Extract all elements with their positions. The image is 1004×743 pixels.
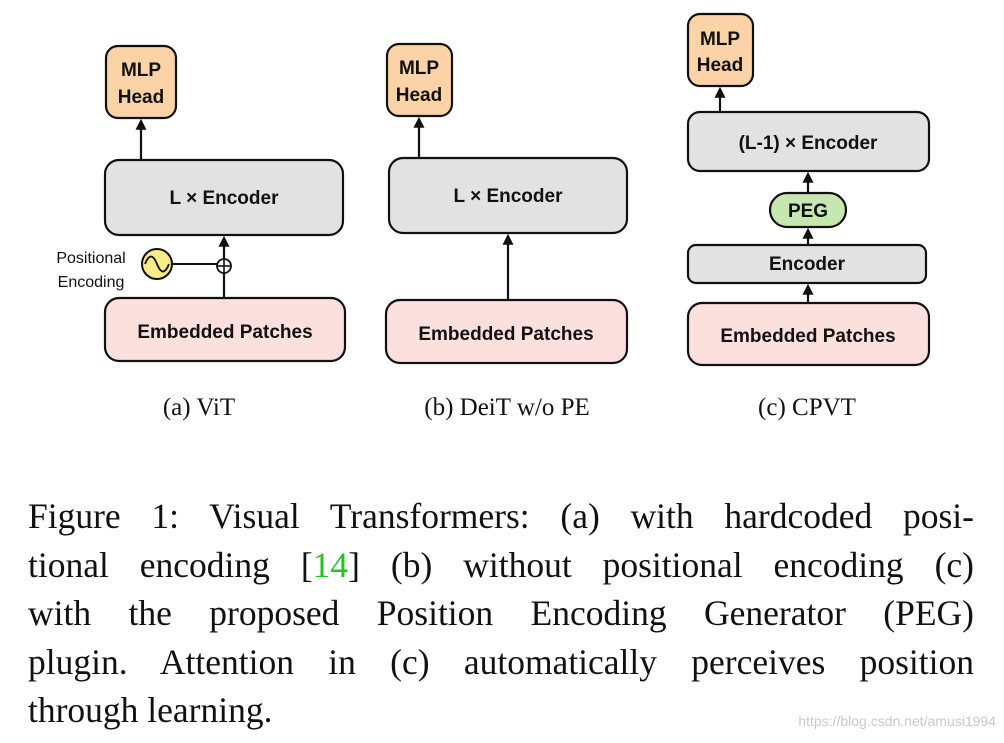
cpvt-caption: (c) CPVT — [758, 394, 856, 421]
figure-diagram: MLP Head L × Encoder Positional Encoding… — [56, 12, 931, 421]
vit-positional-label-line1: Positional — [56, 250, 125, 267]
caption-line-2: tional encoding [14] (b) without positio… — [28, 541, 974, 590]
watermark: https://blog.csdn.net/amusi1994 — [798, 713, 996, 729]
cpvt-mlp-head-line1: MLP — [700, 29, 740, 50]
vit-positional-label-line2: Encoding — [58, 274, 125, 291]
deit-encoder-label: L × Encoder — [454, 186, 564, 207]
citation-link[interactable]: 14 — [312, 544, 349, 585]
cpvt-embedded-patches-label: Embedded Patches — [720, 326, 895, 347]
deit-embedded-patches-box — [384, 298, 629, 365]
cpvt-bottom-encoder-box — [686, 243, 928, 285]
panel-vit: MLP Head L × Encoder Positional Encoding… — [56, 44, 347, 421]
caption-line-2-before: tional encoding [ — [28, 544, 313, 585]
caption-line-5: through learning. — [28, 690, 273, 730]
deit-mlp-head-box — [385, 42, 454, 118]
caption-line-2-after: ] (b) without positional encoding (c) — [348, 544, 974, 585]
vit-encoder-label: L × Encoder — [170, 188, 280, 209]
cpvt-top-encoder-box — [686, 110, 931, 173]
cpvt-peg-label: PEG — [788, 201, 828, 222]
circled-plus-icon — [216, 258, 232, 274]
cpvt-bottom-encoder-label: Encoder — [769, 254, 846, 275]
panel-deit: MLP Head L × Encoder Embedded Patches (b… — [384, 42, 629, 421]
cpvt-mlp-head-line2: Head — [697, 55, 743, 76]
deit-mlp-head-line2: Head — [396, 85, 442, 106]
vit-mlp-head-line1: MLP — [121, 60, 161, 81]
vit-encoder-box — [103, 158, 345, 237]
panel-cpvt: MLP Head (L-1) × Encoder PEG Encoder Emb… — [686, 12, 931, 421]
caption-line-3: with the proposed Position Encoding Gene… — [28, 593, 974, 633]
vit-embedded-patches-box — [103, 296, 347, 363]
figure-caption: Figure 1: Visual Transformers: (a) with … — [28, 492, 974, 735]
caption-line-1: Figure 1: Visual Transformers: (a) with … — [28, 496, 974, 536]
vit-embedded-patches-label: Embedded Patches — [137, 322, 312, 343]
cpvt-peg-box — [768, 191, 848, 229]
deit-embedded-patches-label: Embedded Patches — [418, 324, 593, 345]
vit-caption: (a) ViT — [163, 394, 235, 421]
cpvt-top-encoder-label: (L-1) × Encoder — [739, 133, 878, 154]
cpvt-embedded-patches-box — [686, 301, 931, 367]
positional-encoding-icon — [141, 248, 173, 280]
cpvt-mlp-head-box — [686, 12, 755, 88]
caption-line-4: plugin. Attention in (c) automatically p… — [28, 641, 974, 682]
deit-caption: (b) DeiT w/o PE — [424, 394, 590, 421]
vit-mlp-head-line2: Head — [118, 87, 164, 108]
vit-mlp-head-box — [104, 44, 178, 120]
deit-encoder-box — [387, 156, 629, 235]
deit-mlp-head-line1: MLP — [399, 58, 439, 79]
